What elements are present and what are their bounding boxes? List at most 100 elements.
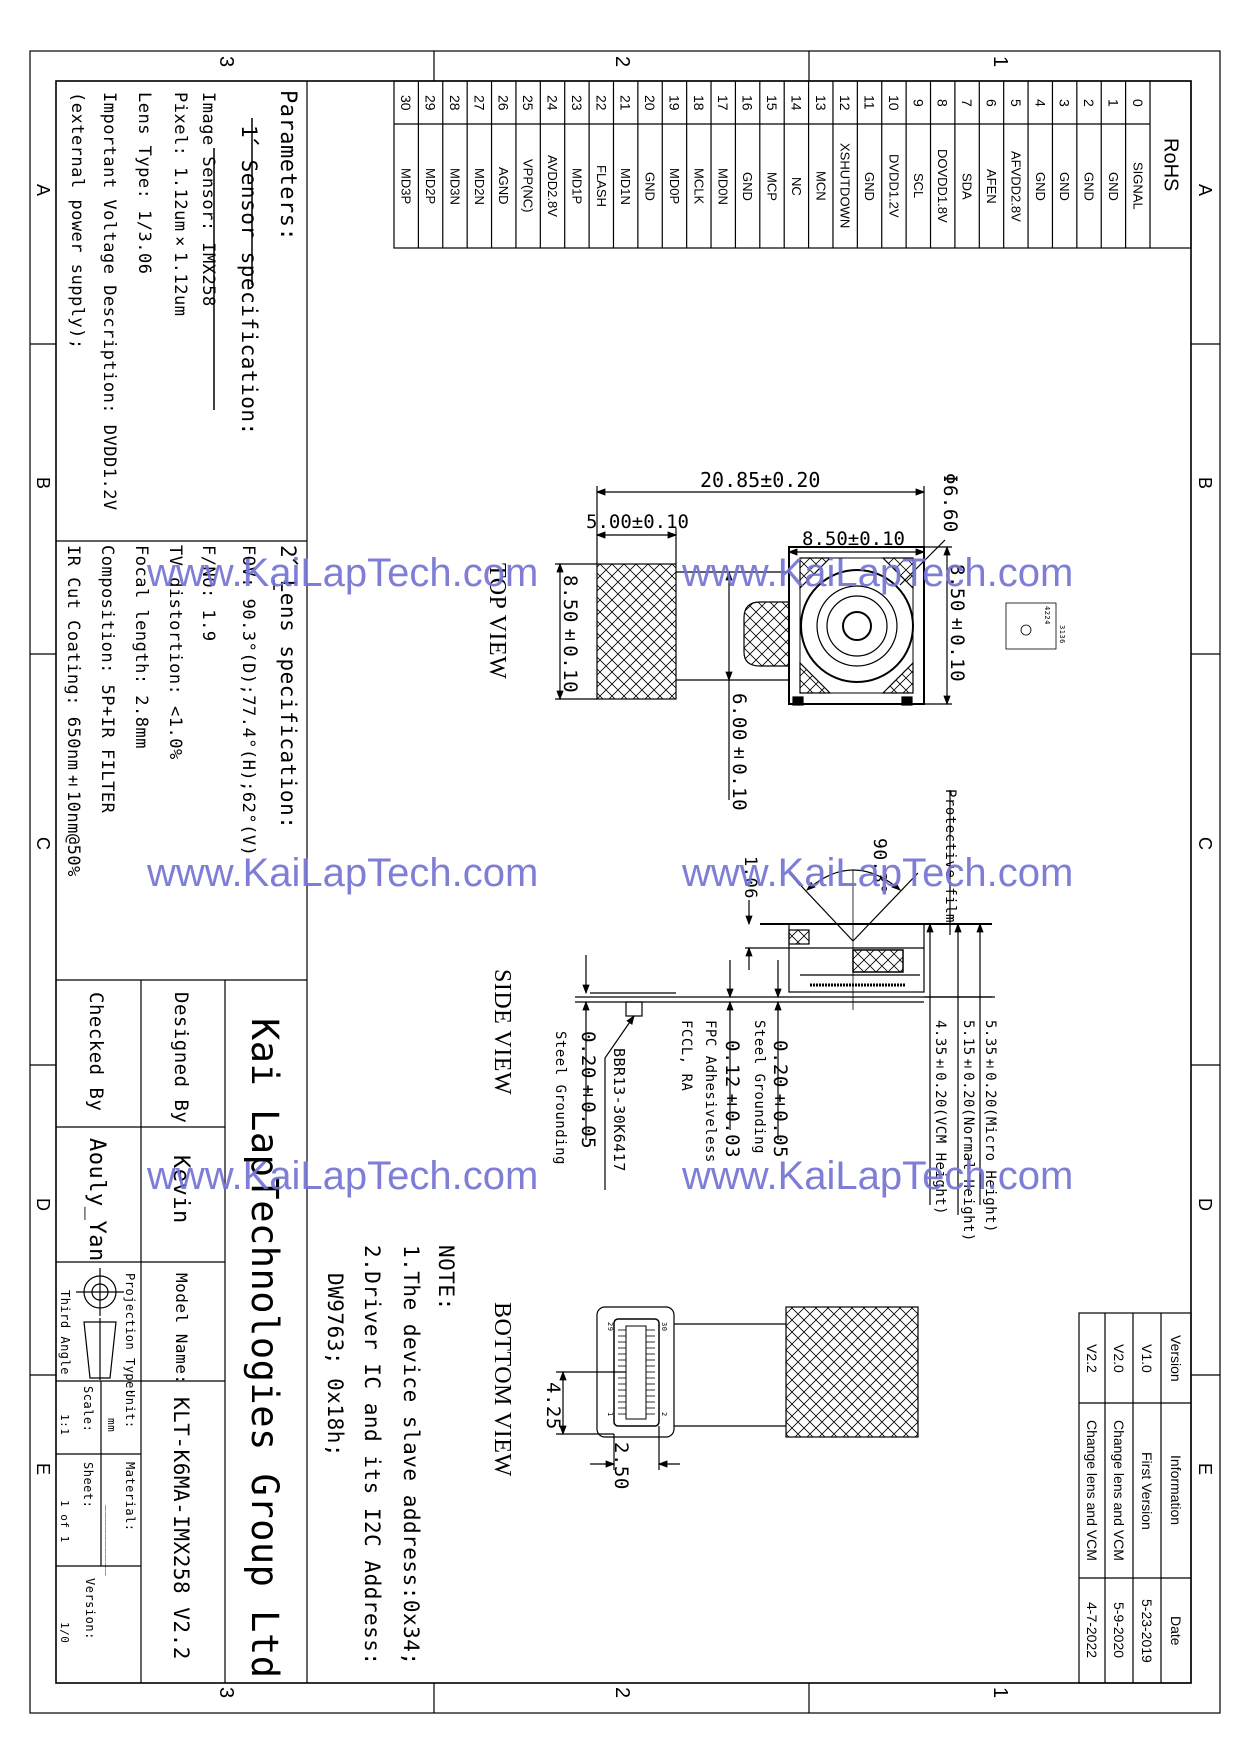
zone-row-c-left: C (33, 837, 53, 850)
sticker-code-a: 4224 (1043, 606, 1051, 625)
pin-number: 22 (593, 94, 610, 111)
designed-by-label: Designed By (170, 992, 192, 1124)
pin-signal: MCLK (691, 167, 707, 205)
dim-stiffener-length: 5.00±0.10 (586, 511, 689, 533)
dim-connector-width: 2.50 (610, 1442, 632, 1490)
pin-signal: GND (862, 171, 878, 201)
bottom-view-title: BOTTOM VIEW (489, 1302, 515, 1477)
pin-signal: MCN (813, 171, 829, 201)
sensor-spec-line: Important Voltage Description: DVDD1.2V (99, 92, 119, 511)
fpc-material: FCCL, RA (678, 1020, 694, 1092)
outer-border (29, 50, 1221, 1714)
pin-number: 7 (959, 98, 976, 107)
side-view-title: SIDE VIEW (489, 969, 515, 1096)
micro-height: 5.35±0.20(Micro Height) (982, 1020, 998, 1233)
zone-column-3-bottom: 3 (215, 1687, 237, 1699)
rohs-sticker (1005, 602, 1057, 650)
projection-type-value: Third Angle (58, 1290, 72, 1375)
checked-by-value: Aouly_Yan (84, 1138, 109, 1262)
lens-spec-line: Composition: 5P+IR FILTER (97, 545, 117, 814)
unit-label: Unit: (123, 1390, 137, 1429)
pin-number: 24 (544, 94, 561, 111)
scale-value: 1:1 (58, 1414, 71, 1436)
top-view-drawing (555, 486, 1057, 800)
dim-module-width: 8.50±0.10 (802, 528, 905, 550)
sensor-spec-line: Image Sensor: IMX258 (198, 92, 218, 307)
zone-column-2-bottom: 2 (611, 1687, 633, 1699)
revision-date: 5-9-2020 (1111, 1602, 1127, 1659)
steel-top-label: Steel Grounding (751, 1020, 767, 1154)
watermark: www.KaiLapTech.com (147, 1154, 539, 1198)
pin-number: 18 (690, 94, 707, 111)
zone-row-d-right: D (1195, 1198, 1215, 1211)
pin-number: 20 (642, 94, 659, 111)
pin-number: 25 (520, 94, 537, 111)
pin-signal: SIGNAL (1130, 162, 1146, 210)
notes-title: NOTE: (434, 1245, 458, 1311)
pin-number: 12 (837, 94, 854, 111)
pin-signal: DOVDD1.8V (935, 149, 951, 223)
zone-row-e-left: E (33, 1463, 53, 1476)
scale-label: Scale: (81, 1386, 95, 1433)
dim-lens-diameter: Φ6.60 (939, 473, 961, 533)
pin-signal: GND (1032, 171, 1048, 201)
pin-number: 14 (788, 94, 805, 111)
lens-spec-line: F/NO: 1.9 (198, 545, 218, 642)
lens-spec-line: Focal length: 2.8mm (131, 545, 151, 749)
pin-signal: MCP (764, 171, 780, 201)
pin-number: 19 (666, 94, 683, 111)
projection-type-label: Projection Type: (123, 1273, 137, 1397)
zone-row-b-right: B (1195, 477, 1215, 490)
pin-signal: NC (788, 176, 804, 196)
fpc-label: FPC Adhesiveless (702, 1020, 718, 1163)
pin-signal: MD1N (618, 167, 634, 205)
sticker-code-b: 3136 (1058, 625, 1066, 644)
connector-part-number: BBR13-30K6417 (610, 1048, 628, 1172)
watermark: www.KaiLapTech.com (682, 551, 1074, 595)
pin-signal: GND (1105, 171, 1121, 201)
pin-number: 27 (471, 94, 488, 111)
zone-row-a-left: A (33, 184, 53, 197)
pin-number: 28 (446, 94, 463, 111)
revision-header-date: Date (1168, 1615, 1184, 1646)
pin-signal: MD2P (423, 167, 439, 205)
pin-number: 0 (1129, 98, 1146, 107)
material-label: Material: (123, 1462, 137, 1532)
revision-info: Change lens and VCM (1084, 1420, 1100, 1561)
version-value: 1/0 (58, 1622, 71, 1644)
zone-row-a-right: A (1195, 184, 1215, 197)
pin-signal: DVDD1.2V (886, 154, 902, 218)
zone-column-2-top: 2 (611, 56, 633, 68)
pin-table-frame (393, 80, 1192, 249)
pin-number: 8 (934, 98, 951, 107)
lens-spec-heading: 2、Lens specification: (276, 545, 300, 830)
top-view-title: TOP VIEW (484, 563, 510, 680)
sensor-spec-line: Pixel: 1.12um×1.12um (170, 92, 190, 317)
sheet-value: 1 of 1 (58, 1500, 71, 1543)
pin-number: 9 (910, 98, 927, 107)
revision-header-version: Version (1168, 1334, 1184, 1382)
checked-by-label: Checked By (85, 992, 107, 1112)
pin-signal: SDA (959, 172, 975, 200)
zone-row-e-right: E (1195, 1463, 1215, 1476)
zone-column-3-top: 3 (215, 56, 237, 68)
pin-signal: GND (1081, 171, 1097, 201)
pin-signal: GND (1057, 171, 1073, 201)
dim-stiffener-height: 8.50±0.10 (559, 575, 581, 694)
pin-number: 15 (763, 94, 780, 111)
pin-signal: AFEN (983, 168, 999, 204)
watermark: www.KaiLapTech.com (682, 1154, 1074, 1198)
dim-overall-length: 20.85±0.20 (700, 468, 821, 492)
fpc-thickness: 0.12±0.03 (721, 1040, 743, 1159)
pin-number: 13 (812, 94, 829, 111)
pin-mark-1: 1 (606, 1412, 614, 1417)
normal-height: 5.15±0.20(Normal Height) (960, 1020, 976, 1242)
sensor-spec-heading: 1、Sensor specification: (237, 125, 261, 436)
pin-number: 11 (861, 95, 878, 110)
zone-ticks (30, 51, 1220, 1713)
pin-signal: GND (740, 171, 756, 201)
zone-row-b-left: B (33, 477, 53, 490)
revision-version: V2.0 (1111, 1343, 1127, 1373)
pin-mark-30: 30 (660, 1322, 668, 1332)
